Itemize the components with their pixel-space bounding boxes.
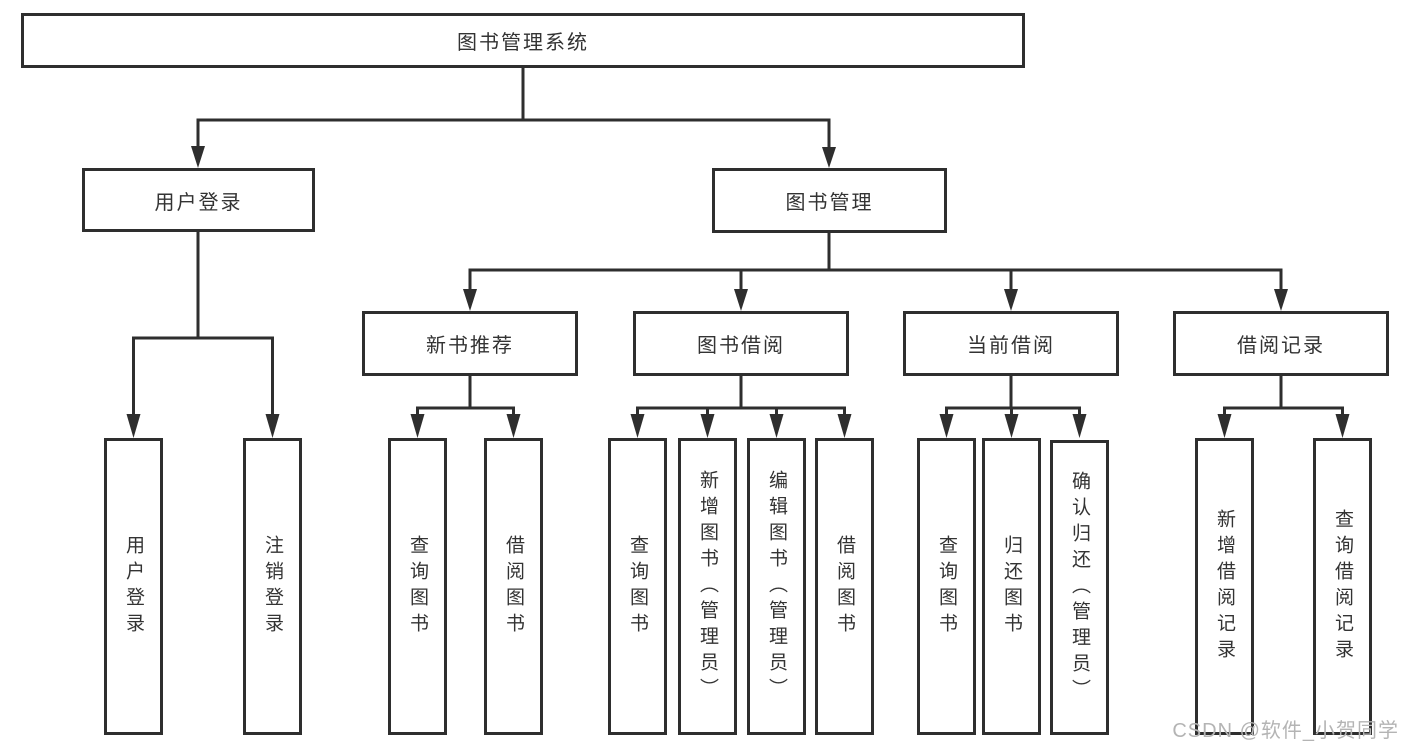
leaf-return-book: 归还图书: [982, 438, 1041, 735]
node-root: 图书管理系统: [21, 13, 1025, 68]
leaf-user-login-label: 用户登录: [123, 534, 144, 639]
node-book-borrowing: 图书借阅: [633, 311, 849, 376]
node-book-management: 图书管理: [712, 168, 947, 233]
leaf-logout-label: 注销登录: [262, 534, 283, 639]
node-new-book-recommend: 新书推荐: [362, 311, 578, 376]
leaf-borrow-books-recommend-label: 借阅图书: [503, 534, 524, 639]
node-current-borrowing-label: 当前借阅: [967, 335, 1055, 357]
leaf-add-book-admin: 新增图书（管理员）: [678, 438, 737, 735]
leaf-edit-book-admin-label: 编辑图书（管理员）: [766, 469, 787, 704]
leaf-add-borrow-record: 新增借阅记录: [1195, 438, 1254, 735]
leaf-query-borrow-record: 查询借阅记录: [1313, 438, 1372, 735]
node-user-login-branch-label: 用户登录: [154, 191, 243, 214]
leaf-borrow-books: 借阅图书: [815, 438, 874, 735]
leaf-borrow-books-label: 借阅图书: [834, 534, 855, 639]
node-book-management-label: 图书管理: [785, 192, 874, 214]
leaf-query-borrow-record-label: 查询借阅记录: [1332, 508, 1353, 665]
node-user-login-branch: 用户登录: [82, 168, 315, 232]
leaf-query-books-recommend: 查询图书: [388, 438, 447, 735]
leaf-query-books-current-label: 查询图书: [936, 534, 957, 639]
leaf-query-books-current: 查询图书: [917, 438, 976, 735]
leaf-return-book-label: 归还图书: [1001, 534, 1022, 639]
node-borrowing-records: 借阅记录: [1173, 311, 1389, 376]
leaf-query-books-borrowing-label: 查询图书: [627, 534, 648, 639]
leaf-borrow-books-recommend: 借阅图书: [484, 438, 543, 735]
leaf-confirm-return-admin: 确认归还（管理员）: [1050, 440, 1109, 735]
leaf-add-borrow-record-label: 新增借阅记录: [1214, 508, 1235, 665]
leaf-add-book-admin-label: 新增图书（管理员）: [697, 469, 718, 704]
leaf-confirm-return-admin-label: 确认归还（管理员）: [1069, 470, 1090, 705]
leaf-edit-book-admin: 编辑图书（管理员）: [747, 438, 806, 735]
node-current-borrowing: 当前借阅: [903, 311, 1119, 376]
node-root-label: 图书管理系统: [457, 32, 589, 54]
node-new-book-recommend-label: 新书推荐: [426, 335, 514, 357]
leaf-query-books-borrowing: 查询图书: [608, 438, 667, 735]
node-borrowing-records-label: 借阅记录: [1237, 335, 1325, 357]
leaf-query-books-recommend-label: 查询图书: [407, 534, 428, 639]
leaf-logout: 注销登录: [243, 438, 302, 735]
node-book-borrowing-label: 图书借阅: [697, 335, 785, 357]
leaf-user-login: 用户登录: [104, 438, 163, 735]
csdn-watermark: CSDN @软件_小贺同学: [1172, 720, 1399, 742]
